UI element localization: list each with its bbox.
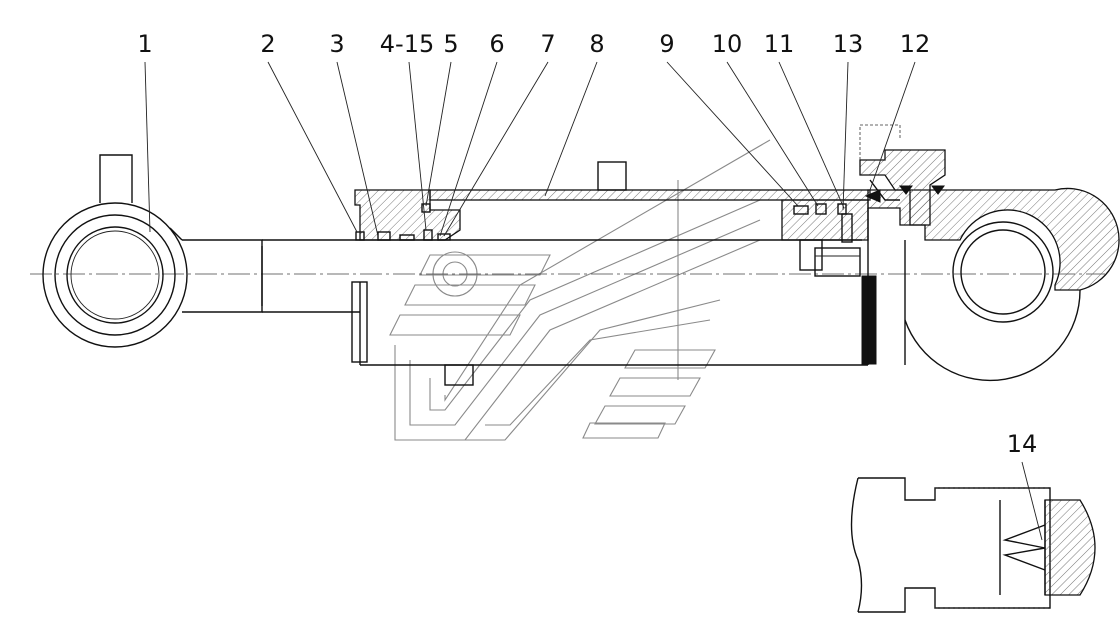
callout-4-15: 4-15 [380, 30, 434, 58]
callout-13: 13 [833, 30, 864, 58]
callout-2: 2 [260, 30, 275, 58]
callout-11: 11 [764, 30, 795, 58]
detail-view-14 [850, 477, 1096, 613]
callout-labels: 1 2 3 4-15 5 6 7 8 9 10 11 13 12 14 [137, 30, 1037, 458]
callout-9: 9 [659, 30, 674, 58]
callout-14: 14 [1007, 430, 1038, 458]
callout-8: 8 [589, 30, 604, 58]
callout-6: 6 [489, 30, 504, 58]
callout-10: 10 [712, 30, 743, 58]
callout-12: 12 [900, 30, 931, 58]
end-cap [859, 124, 1120, 382]
callout-1: 1 [137, 30, 152, 58]
leader-lines [144, 61, 1043, 541]
callout-5: 5 [443, 30, 458, 58]
callout-3: 3 [329, 30, 344, 58]
watermark-logo [389, 139, 771, 441]
piston-assembly [781, 199, 877, 365]
callout-7: 7 [540, 30, 555, 58]
rod-eye [42, 154, 263, 348]
